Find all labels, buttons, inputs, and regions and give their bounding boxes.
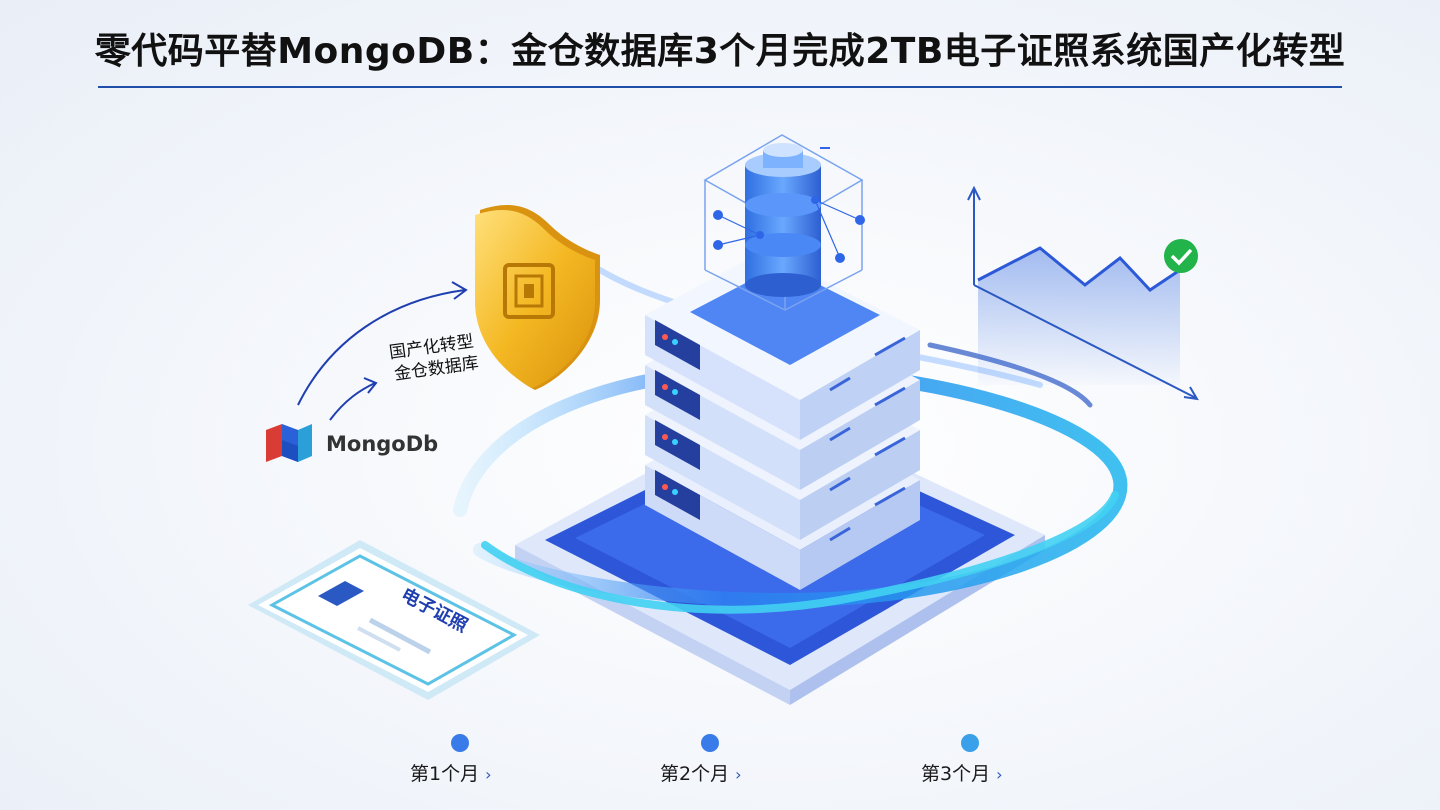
- line-chart-icon: [967, 185, 1199, 401]
- timeline-label-month-1: 第1个月›: [410, 763, 492, 785]
- timeline-node-month-3: [961, 734, 979, 752]
- chevron-right-icon: ›: [735, 765, 742, 784]
- timeline: [210, 734, 1212, 752]
- title-divider: [98, 86, 1342, 88]
- server-rack-icon: [645, 250, 920, 590]
- certificate-icon: [248, 540, 540, 700]
- database-icon: [703, 134, 865, 311]
- chevron-right-icon: ›: [996, 765, 1003, 784]
- migration-arrow: [297, 281, 468, 421]
- migration-annotation: 国产化转型 金仓数据库: [388, 332, 480, 385]
- page-title: 零代码平替MongoDB：金仓数据库3个月完成2TB电子证照系统国产化转型: [94, 31, 1346, 72]
- timeline-node-month-1: [451, 734, 469, 752]
- timeline-node-month-2: [701, 734, 719, 752]
- shield-icon: [475, 205, 600, 390]
- mongodb-logo-text: MongoDb: [326, 432, 438, 456]
- check-icon: [1164, 239, 1198, 273]
- chevron-right-icon: ›: [485, 765, 492, 784]
- timeline-label-month-3: 第3个月›: [921, 763, 1003, 785]
- mongodb-logo: [266, 424, 312, 462]
- timeline-label-month-2: 第2个月›: [660, 763, 742, 785]
